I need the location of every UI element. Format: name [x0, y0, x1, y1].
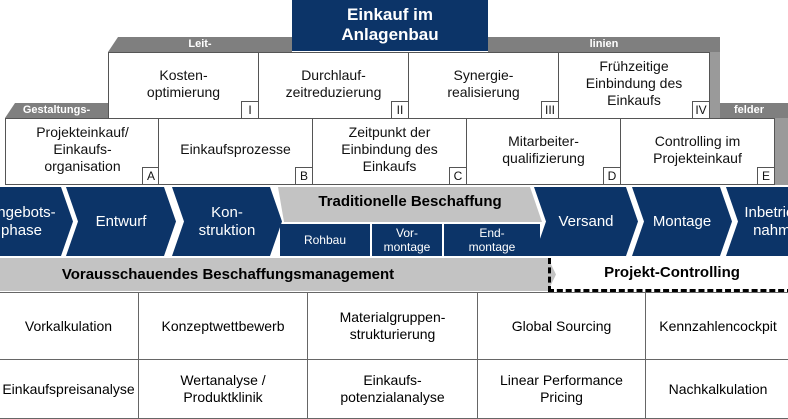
- process-phase-label: Kon- struktion: [198, 203, 256, 239]
- method-label: Materialgruppen- strukturierung: [339, 309, 446, 342]
- process-phase-label: Versand: [558, 212, 614, 230]
- felder-bar: felder: [710, 103, 788, 118]
- sub-phase-label: End- montage: [468, 226, 516, 254]
- method-label: Kennzahlencockpit: [659, 317, 777, 334]
- gestaltungs-bar: Gestaltungs-: [5, 103, 108, 118]
- projekt-controlling-label: Projekt-Controlling: [604, 264, 740, 281]
- method-cell: Global Sourcing: [477, 292, 646, 360]
- process-phase-label: Entwurf: [95, 212, 147, 230]
- method-cell: Linear Performance Pricing: [477, 359, 646, 419]
- sub-phase-label: Rohbau: [303, 233, 347, 247]
- leitlinie-letter: II: [391, 101, 408, 118]
- method-label: Nachkalkulation: [668, 380, 768, 397]
- leitlinie-label: Frühzeitige Einbindung des Einkaufs: [585, 58, 683, 108]
- leitlinie-letter: IV: [692, 101, 709, 118]
- method-cell: Konzeptwettbewerb: [138, 292, 308, 360]
- traditional-procurement-label: Traditionelle Beschaffung: [278, 187, 542, 222]
- banner-left: Vorausschauendes Beschaffungsmanagement: [0, 258, 556, 291]
- leitlinie-letter: III: [541, 101, 558, 118]
- gestaltungsfeld-label: Einkaufsprozesse: [180, 141, 291, 157]
- gestaltungsfeld-letter: A: [142, 167, 159, 184]
- gestaltungsfeld-label: Zeitpunkt der Einbindung des Einkaufs: [341, 124, 438, 174]
- process-phase: Entwurf: [66, 187, 176, 256]
- method-cell: Einkaufs- potenzialanalyse: [307, 359, 478, 419]
- process-phase-label: Montage: [652, 212, 712, 230]
- gestaltungsfeld-letter: E: [757, 167, 774, 184]
- page-title: Einkauf im Anlagenbau: [292, 0, 488, 51]
- gestaltungsfeld-letter: D: [603, 167, 620, 184]
- sub-phase: Rohbau: [280, 224, 370, 256]
- method-label: Wertanalyse / Produktklinik: [180, 372, 266, 405]
- linien-bar: linien: [488, 37, 720, 52]
- method-cell: Wertanalyse / Produktklinik: [138, 359, 308, 419]
- process-phase: Versand: [534, 187, 638, 256]
- projekt-controlling: Projekt-Controlling: [548, 258, 788, 292]
- method-cell: Materialgruppen- strukturierung: [307, 292, 478, 360]
- gestaltungsfeld-letter: C: [449, 167, 466, 184]
- method-label: Einkaufs- potenzialanalyse: [340, 372, 445, 405]
- process-phase-label: Inbetrieb- nahme: [744, 203, 788, 239]
- gestaltungsfeld-label: Projekteinkauf/ Einkaufs- organisation: [36, 124, 129, 174]
- leitlinie-label: Durchlauf- zeitreduzierung: [285, 66, 382, 100]
- process-phase: Kon- struktion: [172, 187, 282, 256]
- method-cell: Vorkalkulation: [0, 292, 139, 360]
- method-cell: Kennzahlencockpit: [645, 292, 788, 360]
- felder-side: [775, 118, 788, 185]
- leitlinie-letter: I: [241, 101, 258, 118]
- sub-phase: End- montage: [444, 224, 540, 256]
- method-label: Linear Performance Pricing: [500, 372, 623, 405]
- method-label: Global Sourcing: [511, 317, 612, 334]
- process-phase: Angebots- phase: [0, 187, 73, 256]
- gestaltungsfeld-label: Mitarbeiter- qualifizierung: [502, 132, 585, 166]
- process-phase: Inbetrieb- nahme: [726, 187, 788, 256]
- method-cell: Nachkalkulation: [645, 359, 788, 419]
- leitlinie-label: Kosten- optimierung: [146, 66, 221, 100]
- process-phase-label: Angebots- phase: [0, 203, 56, 239]
- leitlinien-side: [710, 52, 720, 118]
- gestaltungsfeld-letter: B: [295, 167, 312, 184]
- method-label: Konzeptwettbewerb: [161, 317, 285, 334]
- leit-bar: Leit-: [108, 37, 292, 52]
- leitlinie-label: Synergie- realisierung: [447, 66, 520, 100]
- process-phase: Montage: [632, 187, 732, 256]
- method-label: Einkaufspreisanalyse: [2, 380, 135, 397]
- gestaltungsfeld-label: Controlling im Projekteinkauf: [653, 132, 742, 166]
- banner-left-label: Vorausschauendes Beschaffungsmanagement: [61, 266, 395, 283]
- sub-phase: Vor- montage: [372, 224, 442, 256]
- method-cell: Einkaufspreisanalyse: [0, 359, 139, 419]
- sub-phase-label: Vor- montage: [383, 226, 431, 254]
- method-label: Vorkalkulation: [24, 317, 113, 334]
